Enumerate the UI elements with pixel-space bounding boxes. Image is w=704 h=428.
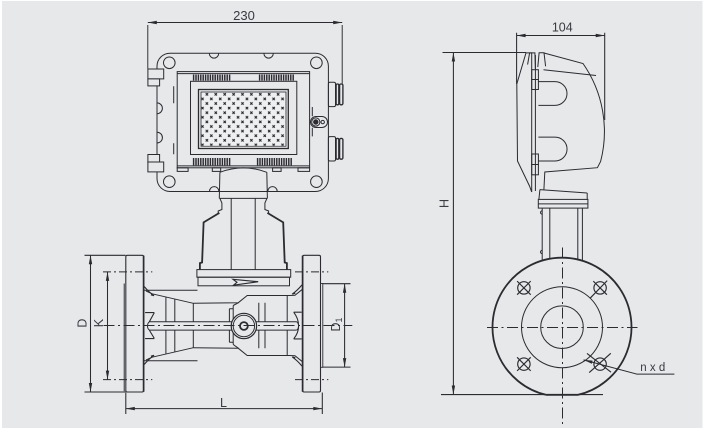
svg-text:n x d: n x d xyxy=(640,362,665,374)
svg-text:H: H xyxy=(438,199,452,208)
svg-text:230: 230 xyxy=(233,8,255,23)
svg-text:104: 104 xyxy=(552,21,573,35)
svg-text:K: K xyxy=(92,318,106,327)
svg-text:L: L xyxy=(220,396,227,410)
svg-text:D: D xyxy=(76,319,90,328)
